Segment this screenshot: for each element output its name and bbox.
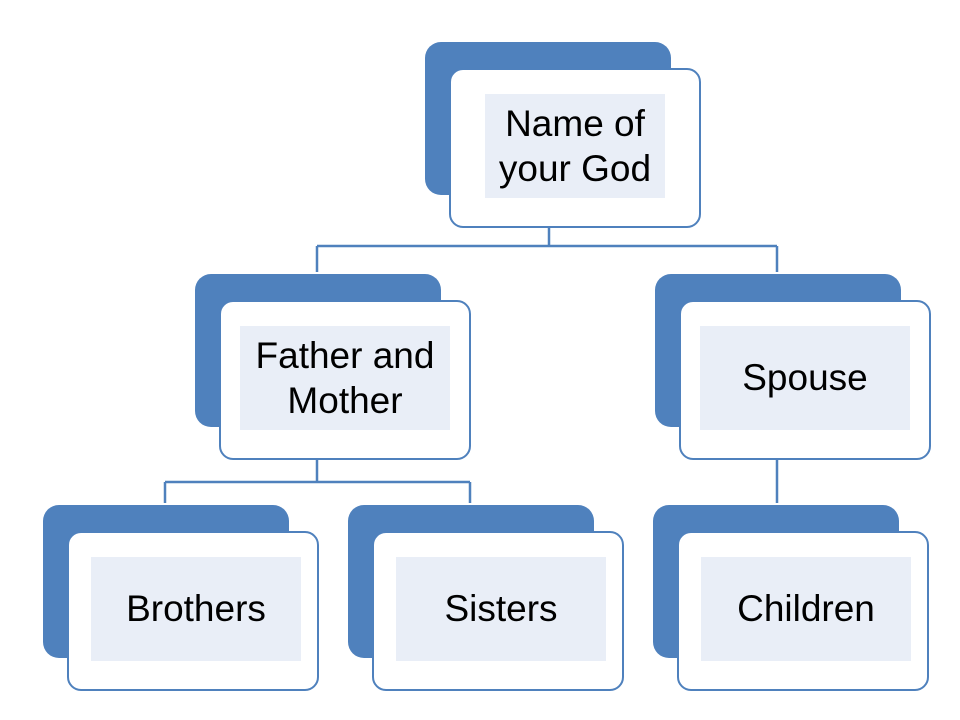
node-label: Brothers	[91, 557, 301, 661]
node-label: Father and Mother	[240, 326, 450, 430]
node-label: Children	[701, 557, 911, 661]
node-label: Name of your God	[485, 94, 665, 198]
node-label: Spouse	[700, 326, 910, 430]
node-label: Sisters	[396, 557, 606, 661]
